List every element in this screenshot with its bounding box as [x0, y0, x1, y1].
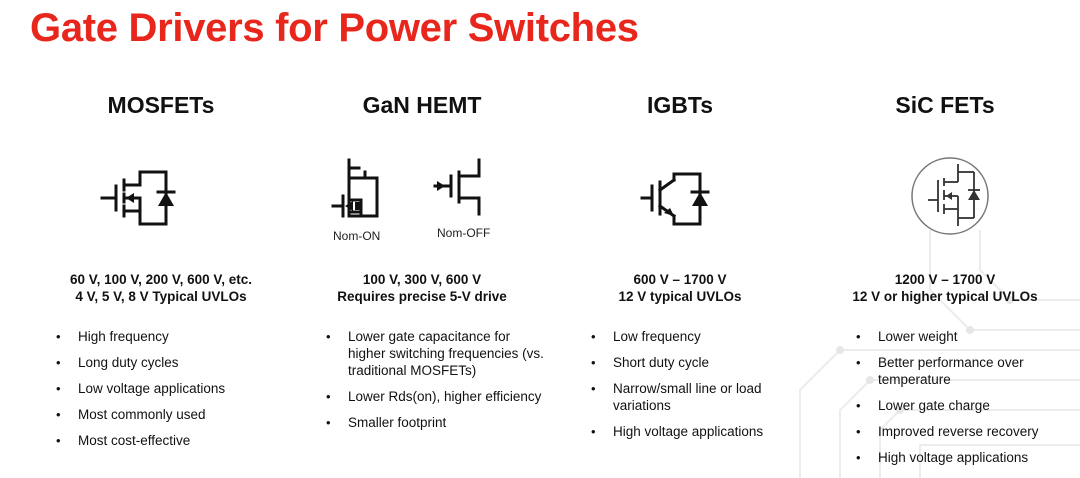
spec-line: 100 V, 300 V, 600 V: [362, 272, 482, 287]
list-item: High voltage applications: [856, 449, 1066, 466]
list-item: Low voltage applications: [56, 380, 286, 397]
igbt-symbol-icon: [640, 172, 710, 226]
column-sic-fets: SiC FETs: [810, 0, 1080, 478]
specs: 60 V, 100 V, 200 V, 600 V, etc. 4 V, 5 V…: [26, 271, 296, 305]
symbol-area: [26, 150, 296, 250]
list-item: Lower gate capacitance for higher switch…: [326, 328, 551, 379]
column-gan-hemt: GaN HEMT Nom-ON: [287, 0, 557, 478]
list-item: Lower gate charge: [856, 397, 1066, 414]
list-item: Smaller footprint: [326, 414, 551, 431]
list-item: Short duty cycle: [591, 354, 806, 371]
symbol-area: [545, 150, 815, 250]
specs: 100 V, 300 V, 600 V Requires precise 5-V…: [287, 271, 557, 305]
symbol-area: Nom-ON Nom-OFF: [287, 150, 557, 250]
spec-line: 60 V, 100 V, 200 V, 600 V, etc.: [70, 272, 252, 287]
spec-line: 4 V, 5 V, 8 V Typical UVLOs: [75, 289, 247, 304]
bullet-list: High frequency Long duty cycles Low volt…: [56, 328, 286, 458]
column-heading: GaN HEMT: [362, 92, 482, 118]
column-igbts: IGBTs 600 V – 1700 V 12 V typical UVLOs …: [545, 0, 815, 478]
page-title: Gate Drivers for Power Switches: [30, 6, 639, 50]
list-item: Improved reverse recovery: [856, 423, 1066, 440]
column-heading: SiC FETs: [895, 92, 995, 118]
list-item: Most cost-effective: [56, 432, 286, 449]
spec-line: 12 V typical UVLOs: [618, 289, 742, 304]
symbol-label: Nom-OFF: [437, 226, 491, 240]
sic-fet-symbol-icon: [911, 157, 989, 235]
gan-depletion-mode-icon: [331, 158, 379, 218]
list-item: Lower Rds(on), higher efficiency: [326, 388, 551, 405]
column-heading: MOSFETs: [107, 92, 215, 118]
bullet-list: Lower gate capacitance for higher switch…: [326, 328, 551, 440]
list-item: Low frequency: [591, 328, 806, 345]
list-item: High frequency: [56, 328, 286, 345]
column-mosfets: MOSFETs 60 V, 100 V, 200 V, 600 V, etc. …: [26, 0, 296, 478]
specs: 1200 V – 1700 V 12 V or higher typical U…: [810, 271, 1080, 305]
spec-line: 1200 V – 1700 V: [894, 272, 996, 287]
spec-line: Requires precise 5-V drive: [337, 289, 507, 304]
spec-line: 600 V – 1700 V: [633, 272, 727, 287]
mosfet-symbol-icon: [100, 170, 176, 226]
bullet-list: Low frequency Short duty cycle Narrow/sm…: [591, 328, 806, 449]
specs: 600 V – 1700 V 12 V typical UVLOs: [545, 271, 815, 305]
symbol-label: Nom-ON: [333, 229, 381, 243]
list-item: Lower weight: [856, 328, 1066, 345]
list-item: Long duty cycles: [56, 354, 286, 371]
list-item: Better performance over temperature: [856, 354, 1066, 388]
column-heading: IGBTs: [646, 92, 714, 118]
list-item: High voltage applications: [591, 423, 806, 440]
list-item: Narrow/small line or load variations: [591, 380, 806, 414]
spec-line: 12 V or higher typical UVLOs: [852, 289, 1038, 304]
list-item: Most commonly used: [56, 406, 286, 423]
gan-enhancement-mode-icon: [433, 158, 481, 216]
symbol-area: [810, 150, 1080, 250]
bullet-list: Lower weight Better performance over tem…: [856, 328, 1066, 475]
